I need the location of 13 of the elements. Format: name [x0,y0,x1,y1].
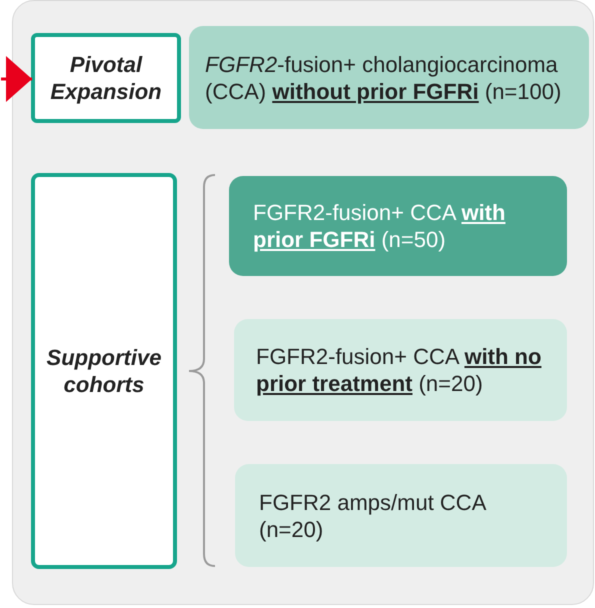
cohort-description: FGFR2-fusion+ CCA with no prior treatment (n=20) [256,343,542,397]
group-label: Pivotal Expansion [49,51,163,105]
cohort-description: FGFR2-fusion+ CCA with prior FGFRi (n=50) [253,199,506,253]
cohort-box [235,464,567,567]
cohort-description: FGFR2-fusion+ cholangiocarcinoma (CCA) without prior FGFRi (n=100) [205,50,562,104]
group-label: Supportive cohorts [46,344,162,398]
group-label-box [31,33,181,123]
cohort-box [229,176,567,276]
cohort-description: FGFR2 amps/mut CCA (n=20) [259,488,487,542]
cohort-box [189,26,589,129]
arrow [1,56,32,102]
cohort-box [234,319,567,421]
group-label-box [31,173,177,569]
